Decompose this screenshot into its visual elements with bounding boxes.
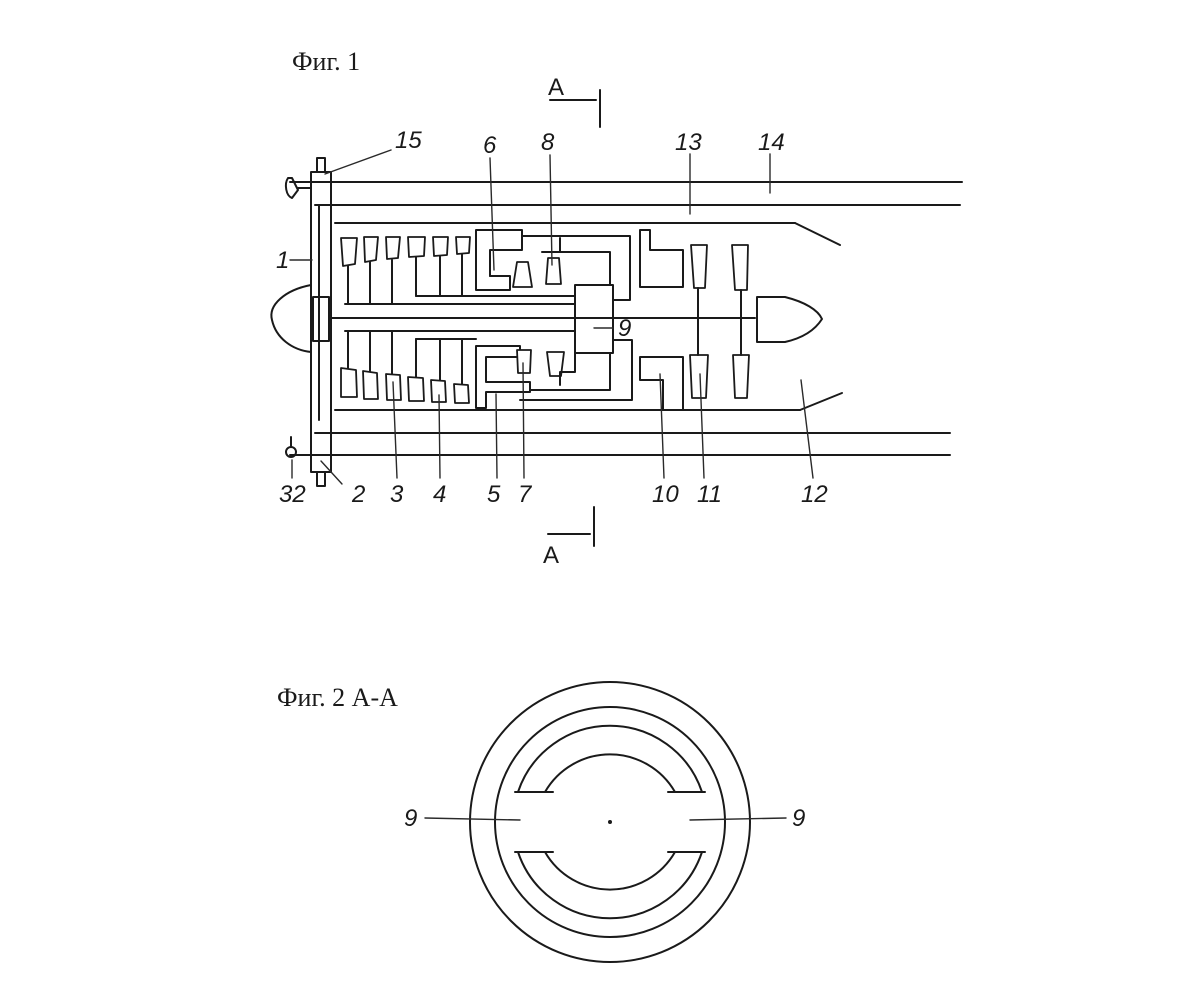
section-mark-top-letter: А <box>548 74 564 101</box>
exhaust-cone <box>756 296 823 343</box>
fig2-label-right: 9 <box>792 805 805 832</box>
label-1: 1 <box>276 247 289 274</box>
label-9: 9 <box>618 315 631 342</box>
compressor-upper <box>340 236 576 305</box>
leader-lines <box>289 149 814 485</box>
core-casing <box>334 222 843 411</box>
turbine <box>639 229 750 411</box>
label-12: 12 <box>801 481 828 508</box>
fig1-caption: Фиг. 1 <box>292 47 360 76</box>
outer-casing <box>289 181 963 456</box>
label-7: 7 <box>518 481 533 508</box>
label-10: 10 <box>652 481 679 508</box>
section-mark-bottom-letter: А <box>543 542 559 569</box>
label-6: 6 <box>483 132 497 159</box>
label-15: 15 <box>395 127 422 154</box>
fig1-labels: 1 15 6 8 13 14 9 32 2 3 4 5 7 10 11 12 <box>276 127 828 508</box>
label-2: 2 <box>351 481 365 508</box>
label-32: 32 <box>279 481 306 508</box>
fig2-caption: Фиг. 2 А-А <box>277 683 398 712</box>
label-5: 5 <box>487 481 501 508</box>
section-mark-bottom: А <box>543 506 595 569</box>
label-13: 13 <box>675 129 702 156</box>
compressor-lower <box>340 330 477 404</box>
block-9 <box>519 235 633 401</box>
section-mark-top: А <box>548 74 601 128</box>
fan-unit <box>270 157 332 487</box>
fig2-label-left: 9 <box>404 805 417 832</box>
combustor-lower <box>475 345 565 409</box>
label-3: 3 <box>390 481 404 508</box>
label-11: 11 <box>697 481 722 508</box>
combustor-upper <box>475 229 562 291</box>
cross-section <box>424 681 787 963</box>
label-8: 8 <box>541 129 555 156</box>
shaft <box>330 303 756 332</box>
label-4: 4 <box>433 481 446 508</box>
label-14: 14 <box>758 129 785 156</box>
